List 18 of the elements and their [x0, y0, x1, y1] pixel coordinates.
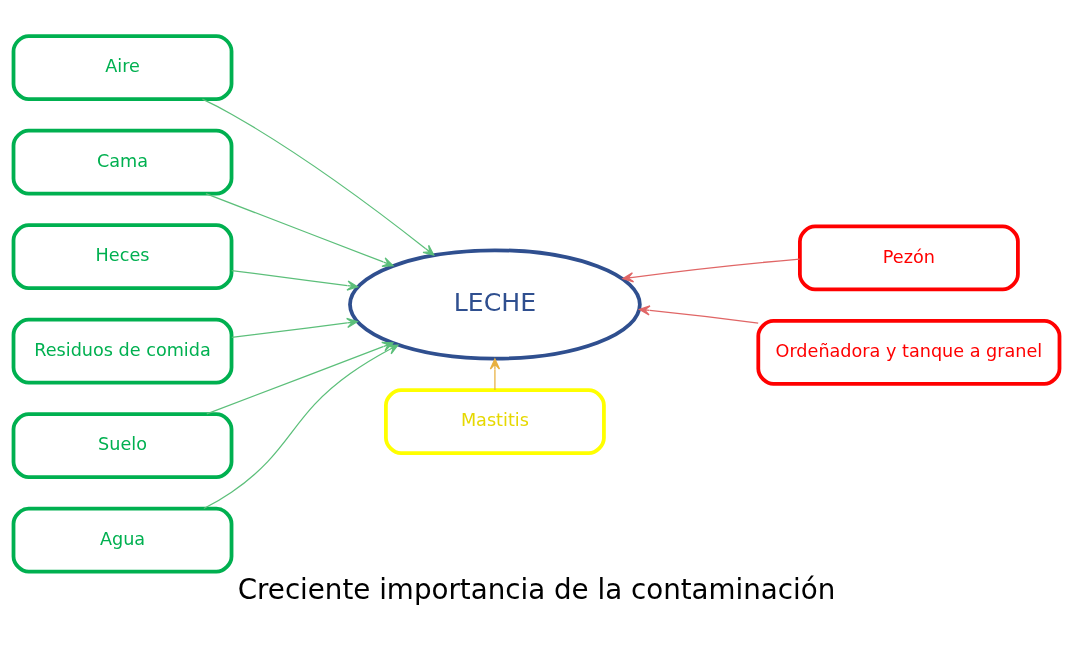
arrow: [203, 344, 399, 510]
arrow: [489, 358, 501, 391]
arrow: [231, 317, 358, 339]
node-box: Aire: [11, 34, 234, 101]
arrow: [231, 269, 359, 291]
caption: Creciente importancia de la contaminación: [237, 572, 836, 606]
node-box: Residuos de comida: [11, 317, 234, 385]
node-box: Cama: [11, 128, 234, 196]
arrow: [201, 98, 435, 256]
node-box: Pezón: [798, 224, 1020, 292]
node-box: Heces: [11, 223, 234, 290]
node-box: Agua: [11, 506, 234, 574]
arrow: [205, 193, 394, 267]
node-box: Mastitis: [384, 388, 606, 456]
node-box: Suelo: [11, 412, 234, 479]
node-box: Ordeñadora y tanque a granel: [756, 318, 1062, 386]
arrow: [622, 258, 801, 283]
arrow: [638, 305, 759, 324]
